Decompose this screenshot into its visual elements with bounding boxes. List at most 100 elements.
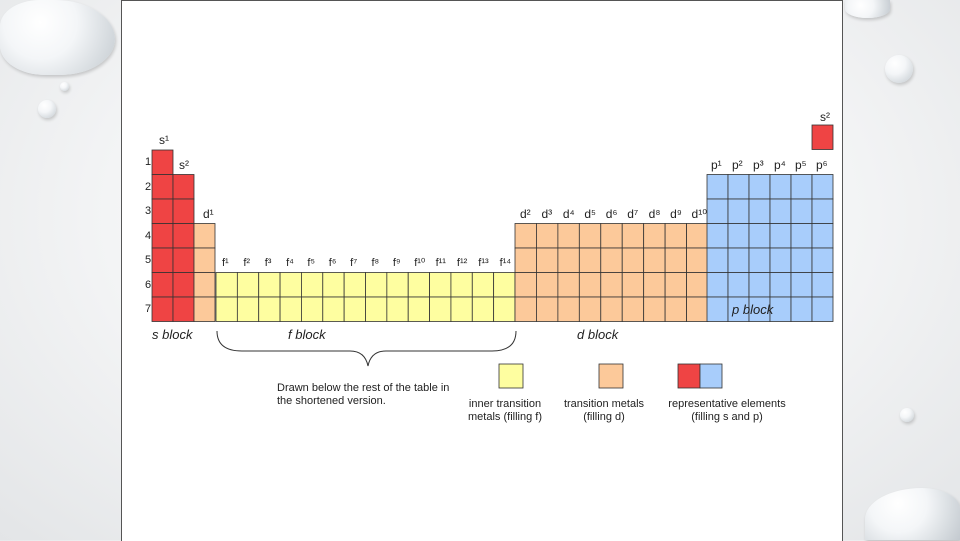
p-block-cell: [811, 247, 834, 273]
legend-p-swatch: [699, 363, 723, 389]
d-label: d²: [520, 207, 531, 221]
d1-column-cell: [193, 296, 216, 322]
d-block-label: d block: [577, 327, 619, 342]
f-label: f¹¹: [435, 257, 446, 269]
d-block-cell: [600, 247, 623, 273]
p-block-cell: [748, 272, 771, 298]
f-block-note: Drawn below the rest of the table in the…: [277, 382, 450, 407]
f-block-cell: [386, 272, 409, 298]
legend-representative-label: representative elements (filling s and p…: [668, 398, 786, 423]
p-label: p⁴: [774, 158, 786, 172]
d-label: d⁴: [562, 207, 575, 221]
p-block-cell: [727, 247, 750, 273]
d-block-cell: [686, 272, 709, 298]
helium-s2-cell: [811, 124, 834, 150]
f-block-brace: [216, 330, 517, 367]
f-block-cell: [343, 272, 366, 298]
period-number: 3: [145, 205, 152, 217]
d-block-cell: [600, 272, 623, 298]
d-block-cell: [600, 223, 623, 249]
d-label: d³: [541, 207, 553, 221]
water-drop-decoration: [885, 55, 913, 83]
f-block-cell: [471, 296, 495, 322]
p-block-cell: [706, 174, 729, 200]
p-block-cell: [727, 198, 750, 224]
f-block-cell: [365, 272, 388, 298]
period-number: 7: [145, 303, 152, 315]
f-label: f⁶: [328, 257, 337, 269]
p-block-cell: [769, 247, 792, 273]
f-label: f²: [243, 257, 251, 269]
f-block-cell: [236, 272, 260, 298]
d1-column-cell: [193, 272, 216, 298]
water-drop-decoration: [845, 0, 890, 18]
p-block-cell: [748, 223, 771, 249]
f-label: f¹⁴: [499, 257, 512, 269]
f-label: f⁷: [350, 257, 358, 269]
f-label: f¹: [222, 257, 229, 269]
d-block-cell: [643, 296, 666, 322]
f-block-cell: [322, 296, 345, 322]
water-drop-decoration: [900, 408, 914, 422]
d-block-cell: [578, 296, 602, 322]
f-block-cell: [322, 272, 345, 298]
period-number: 1: [145, 156, 152, 168]
period-number: 6: [145, 278, 152, 291]
period-number: 2: [145, 180, 152, 193]
d-block-cell: [621, 296, 645, 322]
d1-column-cell: [193, 247, 216, 273]
f-block-cell: [258, 296, 281, 322]
p-block-cell: [727, 223, 750, 249]
p-block-cell: [811, 198, 834, 224]
p-label: p¹: [711, 158, 722, 172]
d-block-cell: [643, 247, 666, 273]
f-block-cell: [215, 296, 238, 322]
p-block-cell: [769, 198, 792, 224]
d-block-cell: [664, 223, 687, 249]
p-block-cell: [748, 247, 771, 273]
s-block-cell: [172, 272, 195, 298]
water-drop-decoration: [38, 100, 56, 118]
f-block-cell: [279, 272, 302, 298]
f-block-cell: [450, 272, 473, 298]
water-drop-decoration: [0, 0, 115, 75]
p-block-cell: [706, 247, 729, 273]
d-block-cell: [557, 223, 580, 249]
d-block-cell: [686, 223, 709, 249]
s-block-cell: [151, 174, 174, 200]
f-block-cell: [365, 296, 388, 322]
f-block-cell: [258, 272, 281, 298]
d-block-cell: [557, 247, 580, 273]
f-block-label: f block: [288, 327, 326, 342]
s-block-cell: [151, 296, 174, 322]
d-block-cell: [578, 272, 602, 298]
water-drop-decoration: [865, 488, 960, 540]
p-block-label: p block: [732, 302, 774, 317]
legend-d-swatch: [598, 363, 624, 389]
s2-label-left: s²: [179, 158, 189, 172]
d1-label: d¹: [203, 207, 214, 221]
d-block-cell: [643, 223, 666, 249]
p-label: p⁶: [816, 158, 828, 172]
s2-label-right: s²: [820, 110, 830, 124]
period-number: 4: [145, 229, 152, 242]
d-block-cell: [578, 223, 602, 249]
f-block-cell: [279, 296, 302, 322]
s-block-cell: [172, 296, 195, 322]
d-block-cell: [621, 247, 645, 273]
f-block-cell: [450, 296, 473, 322]
f-label: f¹³: [478, 257, 489, 269]
p-block-cell: [769, 272, 792, 298]
f-block-cell: [343, 296, 366, 322]
p-block-cell: [727, 272, 750, 298]
p-block-cell: [811, 174, 834, 200]
d-label: d⁵: [584, 207, 596, 221]
d-block-cell: [514, 247, 537, 273]
p-block-cell: [811, 223, 834, 249]
p-block-cell: [769, 174, 792, 200]
d-label: d¹⁰: [691, 207, 708, 221]
d-block-cell: [514, 272, 537, 298]
d-block-cell: [664, 272, 687, 298]
d-block-cell: [514, 296, 537, 322]
